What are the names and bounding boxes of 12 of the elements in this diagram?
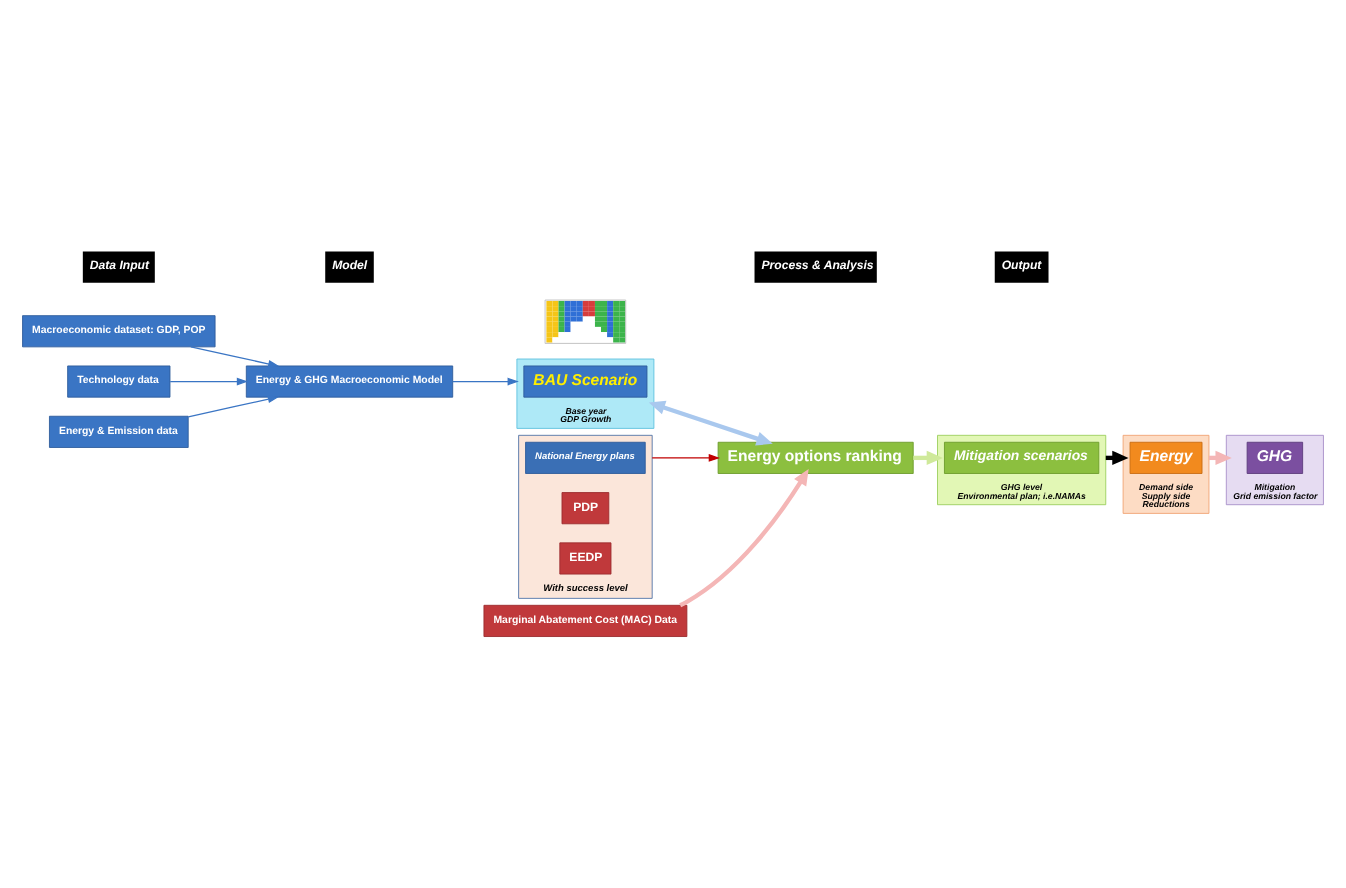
arrow (169, 377, 249, 386)
arrow (648, 400, 773, 446)
arrow (679, 468, 809, 608)
arrow (913, 450, 943, 465)
arrow (452, 377, 519, 386)
arrow (187, 395, 280, 418)
arrow (651, 453, 720, 462)
node-box: GHG (1246, 441, 1304, 474)
node-box: Energy (1129, 441, 1203, 474)
arrow (190, 346, 280, 368)
node-box: BAU Scenario (523, 365, 648, 398)
node-box: Energy options ranking (717, 441, 914, 474)
